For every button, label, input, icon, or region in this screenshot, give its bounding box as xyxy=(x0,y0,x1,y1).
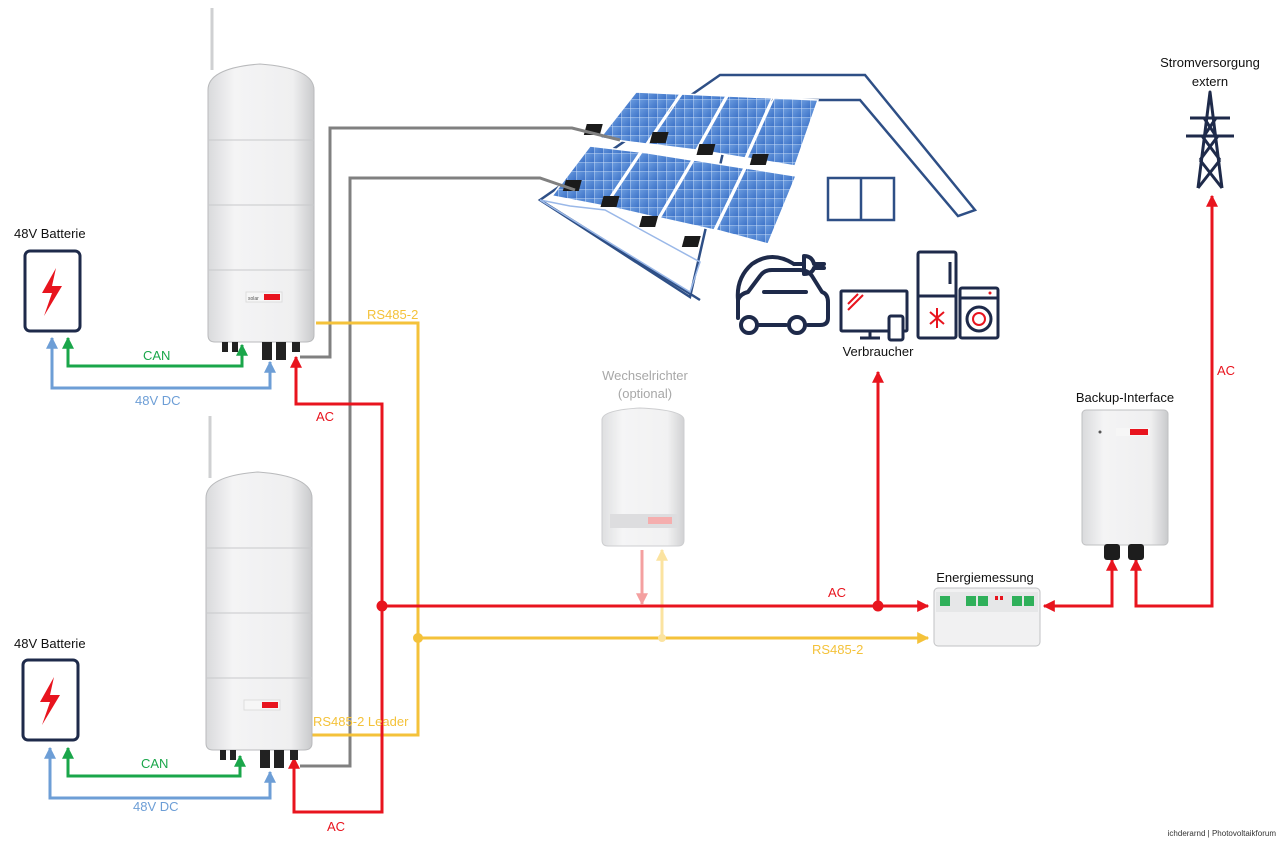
energy-meter-label: Energiemessung xyxy=(936,570,1034,585)
storage-inverter-top xyxy=(207,8,315,360)
rs485-main-label: RS485-2 xyxy=(812,642,863,657)
battery-icon xyxy=(21,658,80,742)
ac-top-label: AC xyxy=(316,409,334,424)
dc-bottom-label: 48V DC xyxy=(133,799,179,814)
ac-grid-label: AC xyxy=(1217,363,1235,378)
inverter-optional-label-1: Wechselrichter xyxy=(602,368,688,383)
storage-inverter-bottom xyxy=(205,416,313,768)
battery-bottom-label: 48V Batterie xyxy=(14,636,86,651)
rs485-top-line xyxy=(312,321,420,737)
dc-bottom-line xyxy=(44,746,276,800)
window-icon xyxy=(826,176,896,222)
battery-top-label: 48V Batterie xyxy=(14,226,86,241)
rs485-top-label: RS485-2 xyxy=(367,307,418,322)
optional-inverter xyxy=(601,407,685,547)
ac-main-label: AC xyxy=(828,585,846,600)
ac-grid-line xyxy=(1130,194,1218,608)
pv-string-top xyxy=(300,126,621,359)
dc-top-label: 48V DC xyxy=(135,393,181,408)
car-charger-icon xyxy=(735,254,830,335)
can-bottom-label: CAN xyxy=(141,756,168,771)
grid-label-1: Stromversorgung xyxy=(1160,55,1260,70)
pv-string-bottom xyxy=(300,176,576,768)
backup-interface-label: Backup-Interface xyxy=(1076,390,1174,405)
can-top-label: CAN xyxy=(143,348,170,363)
rs485-leader-label: RS485-2 Leader xyxy=(313,714,409,729)
energy-meter-device xyxy=(933,587,1041,647)
backup-interface-device xyxy=(1081,409,1169,560)
inverter-optional-label-2: (optional) xyxy=(618,386,672,401)
brand-logo-text: solar xyxy=(248,296,259,302)
grid-label-2: extern xyxy=(1192,74,1228,89)
dc-top-line xyxy=(46,336,276,390)
consumers-label: Verbraucher xyxy=(843,344,914,359)
fridge-icon xyxy=(916,250,958,340)
ac-backup-line xyxy=(1042,558,1118,612)
ac-bottom-label: AC xyxy=(327,819,345,834)
tv-icon xyxy=(839,289,909,342)
washer-icon xyxy=(958,286,1000,340)
battery-icon xyxy=(23,249,82,333)
solar-panel-icon xyxy=(539,91,820,294)
transmission-tower-icon xyxy=(1186,90,1234,189)
credit-text: ichderarnd | Photovoltaikforum xyxy=(1168,829,1277,838)
